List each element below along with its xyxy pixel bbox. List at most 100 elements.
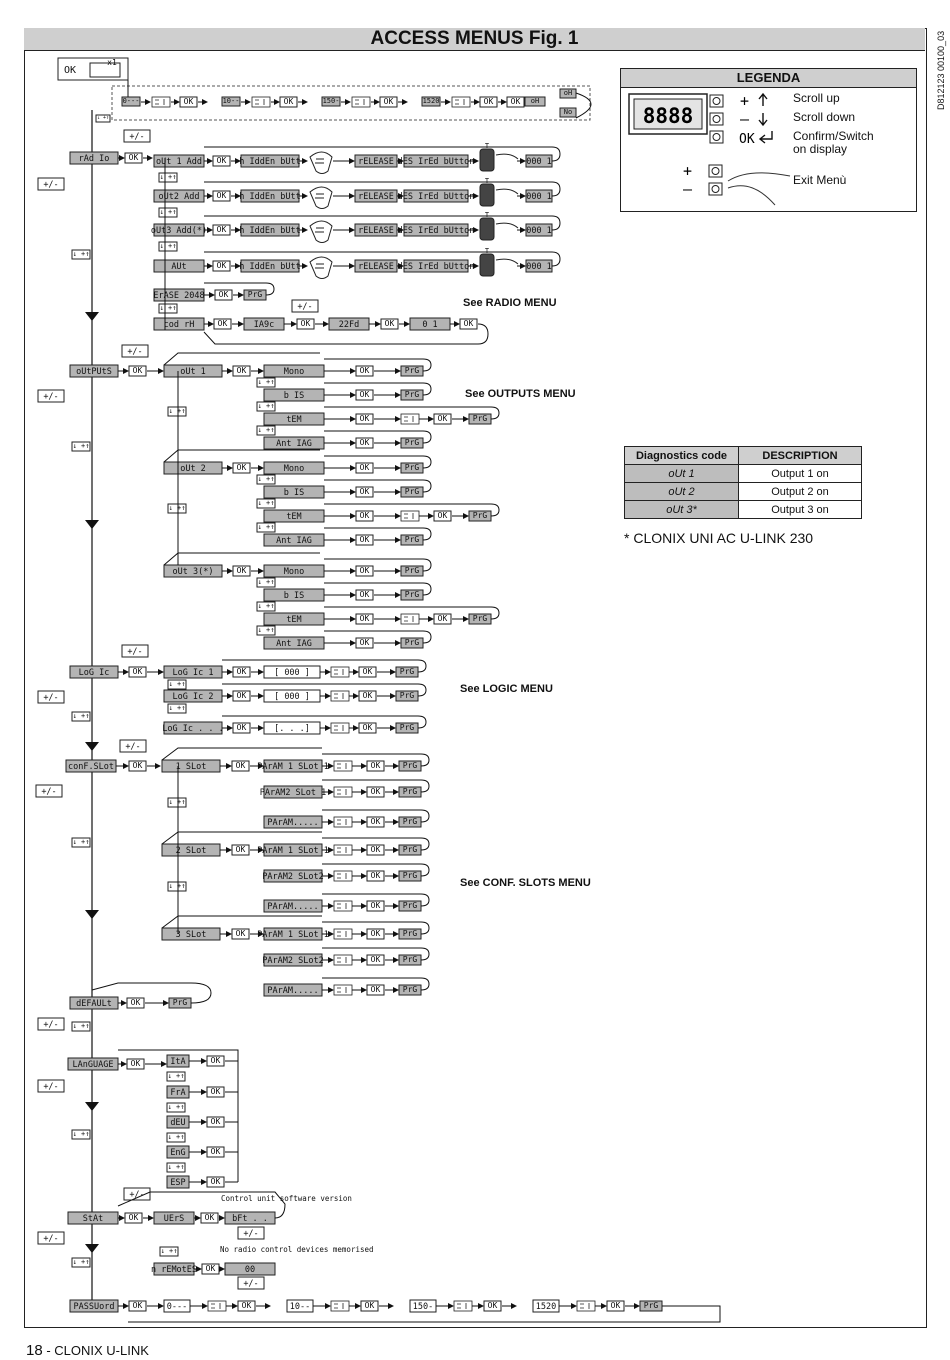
keypad-icon	[400, 413, 420, 425]
language-item-box-label: FrA	[170, 1088, 185, 1098]
diag-desc: Output 2 on	[738, 482, 862, 501]
keypad-icon	[337, 763, 347, 769]
scroll-box-label: ↓ +↑	[258, 475, 275, 483]
ok-box	[366, 870, 385, 882]
password-no-result	[559, 107, 577, 118]
table-row: oUt 1 Output 1 on	[624, 464, 862, 483]
scroll-box	[256, 498, 276, 509]
ok-box-label: OK	[360, 638, 370, 647]
ok-box-label: OK	[360, 414, 370, 423]
output-mode-box-label: Ant IAG	[276, 439, 312, 449]
plus-minus-box	[37, 177, 65, 191]
ok-box	[206, 1176, 225, 1188]
scroll-box-label: ↓ +↑	[169, 704, 186, 712]
keypad-icon	[404, 416, 414, 422]
ok-box-label: OK	[211, 1117, 221, 1126]
prg-box-label: PrG	[403, 955, 418, 964]
output-mode-box-label: tEM	[286, 615, 301, 625]
ok-box	[232, 690, 251, 702]
hidden-button-box-label: h IddEn bUtt	[239, 157, 300, 167]
ok-box	[128, 365, 147, 377]
flow-line	[324, 527, 432, 541]
keypad-icon	[333, 870, 353, 882]
output-box-label: oUt 1	[180, 367, 206, 377]
plus-minus-box-label: +/-	[127, 347, 142, 357]
scroll-box-label: ↓ +↑	[160, 173, 177, 181]
scroll-box	[167, 503, 187, 514]
ok-box-label: OK	[211, 1147, 221, 1156]
scroll-box	[167, 406, 187, 417]
ok-box-label: OK	[371, 817, 381, 826]
keypad-icon	[400, 510, 420, 522]
diag-code: oUt 3*	[624, 500, 739, 519]
prg-box-label: PrG	[473, 414, 488, 423]
logic-value-box-label: [ 000 ]	[274, 668, 310, 678]
ok-box	[358, 690, 377, 702]
keypad-icon	[337, 957, 347, 963]
plus-minus-box	[121, 644, 149, 658]
ok-box	[433, 510, 452, 522]
scroll-box-label: ↓ +↑	[73, 250, 90, 258]
version-value-box-label: bFt . .	[232, 1214, 268, 1224]
ok-box	[231, 928, 250, 940]
ok-box	[366, 900, 385, 912]
scroll-box	[256, 625, 276, 636]
plus-minus-box-label: +/-	[43, 1020, 58, 1030]
password-code-box-label: 0---	[167, 1302, 187, 1312]
release-box-label: rELEASE	[358, 226, 394, 236]
password-code-box-label: 10--	[290, 1302, 310, 1312]
flow-line	[161, 915, 322, 929]
scroll-box	[167, 881, 187, 892]
plus-minus-box-label: +/-	[243, 1279, 258, 1289]
scroll-box-label: ↓ +↑	[161, 1247, 178, 1255]
ok-box	[355, 437, 374, 449]
flow-line	[128, 1305, 721, 1323]
ok-box-label: OK	[131, 998, 141, 1007]
scroll-box	[158, 303, 178, 314]
keypad-icon	[333, 816, 353, 828]
prg-box-label: PrG	[173, 998, 188, 1007]
press-once-label: x1	[107, 58, 117, 67]
ok-box-label: OK	[363, 691, 373, 700]
ok-box-label: OK	[133, 366, 143, 375]
prg-box-label: PrG	[405, 463, 420, 472]
cod-value-box-label: 0 1	[422, 320, 437, 330]
scroll-box-label: ↓ +↑	[258, 426, 275, 434]
scroll-box-label: ↓ +↑	[168, 1103, 185, 1111]
flow-down-arrow	[85, 910, 99, 919]
prg-box-label: PrG	[644, 1301, 659, 1310]
ok-box	[212, 224, 231, 236]
diag-header-code: Diagnostics code	[624, 446, 739, 465]
keypad-icon	[334, 1303, 344, 1309]
flow-down-arrow	[85, 520, 99, 529]
code-box-label: 000 1	[526, 226, 552, 236]
slot-param-box-label: PArAM.....	[267, 902, 318, 912]
ok-box	[366, 844, 385, 856]
ok-box-label: OK	[217, 191, 227, 200]
plus-minus-box	[121, 344, 149, 358]
keypad-icon	[576, 1300, 596, 1312]
flow-line	[163, 352, 320, 366]
flow-line	[322, 977, 430, 991]
remotes-box-label: n rEMotES	[151, 1265, 197, 1275]
ok-box-label: OK	[360, 463, 370, 472]
flow-line	[204, 146, 561, 162]
hand-key-icon	[89, 62, 121, 78]
logic-value-box-label: [. . .]	[274, 724, 310, 734]
plus-minus-box-label: +/-	[297, 302, 312, 312]
ok-box-label: OK	[384, 97, 394, 106]
keypad-icon	[337, 847, 347, 853]
finger-icon	[495, 153, 519, 160]
radio-item-box-label: oUt 1 Add	[156, 157, 202, 167]
keypad-icon	[337, 789, 347, 795]
ok-box	[214, 289, 233, 301]
password-digit-box-label: 1520	[423, 97, 440, 105]
keypad-icon	[337, 873, 347, 879]
prg-box-label: PrG	[473, 511, 488, 520]
ok-box-label: OK	[371, 761, 381, 770]
logic-value-box-label: [ 000 ]	[274, 692, 310, 702]
logic-item-box-label: LoG Ic 1	[173, 668, 214, 678]
flow-line	[322, 809, 430, 823]
desired-button-box-label: dES IrEd bUtton	[398, 262, 475, 272]
slot-param-box-label: PArAM.....	[267, 818, 318, 828]
